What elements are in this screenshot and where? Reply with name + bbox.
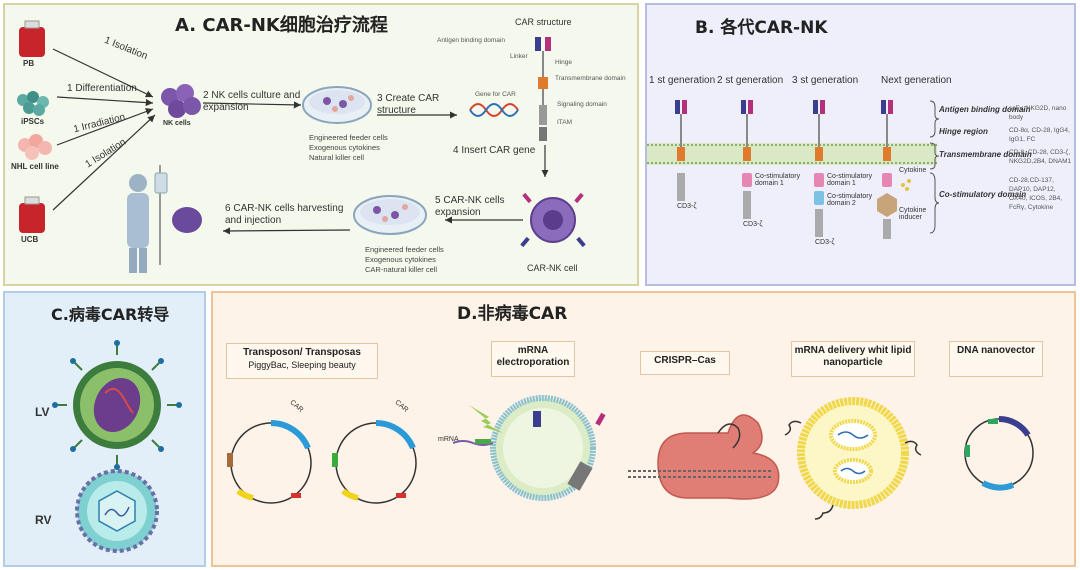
items-hinge: CD-8α, CD-28, IgG4, IgG1, FC: [1009, 127, 1070, 143]
step-differentiation: 1 Differentiation: [67, 83, 137, 94]
nk-cells-icon: [161, 84, 201, 118]
step4-label: 4 Insert CAR gene: [453, 145, 536, 156]
gen3-label: 3 st generation: [792, 75, 859, 86]
non-viral-methods-diagram: [227, 395, 1034, 520]
gen2-car-construct: [741, 100, 753, 219]
next-gen-label: Next generation: [881, 75, 952, 86]
legend2-car-nk: CAR-natural killer cell: [365, 265, 438, 274]
workflow-diagram: [17, 20, 586, 273]
gen3-cd3-label: CD3-ζ: [815, 239, 835, 246]
dna-nanovector-icon: [964, 415, 1034, 491]
car-nk-cell-label: CAR-NK cell: [527, 263, 578, 273]
car-part-transmembrane: Transmembrane domain: [555, 75, 626, 82]
gen2-costim1-label: Co-stimulatory domain 1: [755, 173, 801, 187]
transposon-plasmid-1-icon: [227, 420, 312, 504]
method-dna-nanovector: DNA nanovector: [949, 341, 1043, 377]
lv-label: LV: [35, 405, 50, 419]
car-part-linker: Linker: [510, 53, 528, 60]
gen1-cd3-label: CD3-ζ: [677, 203, 697, 210]
viral-vectors-diagram: [52, 340, 182, 553]
legend1-nk: Natural killer cell: [309, 153, 365, 162]
car-structure-icon: [535, 37, 551, 141]
ucb-blood-bag-icon: [19, 196, 45, 233]
mrna-label: mRNA: [438, 436, 459, 443]
legend1-cytokines: Exogenous cytokines: [309, 143, 380, 152]
step6-label: 6 CAR-NK cells harvesting and injection: [225, 203, 344, 226]
method-mrna-electroporation: mRNA electroporation: [491, 341, 575, 377]
method-crispr: CRISPR–Cas: [640, 351, 730, 375]
rv-label: RV: [35, 513, 52, 527]
category-hinge: Hinge region: [939, 127, 988, 136]
items-antigen: scFv, NKG2D, nano body: [1009, 105, 1067, 121]
category-transmembrane: Transmembrane domain: [939, 150, 1032, 159]
legend2-feeder: Engineered feeder cells: [365, 245, 444, 254]
crispr-cas-icon: [628, 414, 780, 500]
category-antigen: Antigen binding domain: [939, 105, 1031, 114]
panel-d-title: D.非病毒CAR: [457, 304, 568, 324]
generations-diagram: [647, 100, 940, 239]
step5-label: 5 CAR-NK cells expansion: [435, 195, 505, 218]
source-nhl-label: NHL cell line: [11, 162, 59, 171]
car-nk-cell-icon: [520, 192, 586, 248]
expansion-dish-icon: [353, 195, 427, 235]
car-gene-dna-icon: [469, 103, 519, 117]
gen1-label: 1 st generation: [649, 75, 716, 86]
patient-injection-icon: [127, 165, 202, 273]
cytokine-label: Cytokine: [899, 167, 927, 174]
gen3-costim2-label: Co-stimulatory domain 2: [827, 193, 873, 207]
car-part-hinge: Hinge: [555, 59, 572, 66]
electroporation-cell-icon: [452, 395, 606, 501]
culture-dish-icon: [302, 86, 372, 124]
car-part-signaling: Signaling domain: [557, 101, 607, 108]
panel-viral-transduction: C.病毒CAR转导 LV RV: [3, 291, 206, 567]
nk-cells-label: NK cells: [163, 120, 191, 127]
category-costim: Co-stimulatory domain: [939, 190, 1027, 199]
source-pb-label: PB: [23, 59, 35, 68]
panel-c-title: C.病毒CAR转导: [51, 305, 170, 324]
pb-blood-bag-icon: [19, 20, 45, 57]
method-lipid-nanoparticle: mRNA delivery whit lipid nanoparticle: [791, 341, 915, 377]
retrovirus-icon: [75, 469, 159, 553]
gen2-label: 2 st generation: [717, 75, 784, 86]
source-ucb-label: UCB: [21, 235, 39, 244]
car-structure-title: CAR structure: [515, 17, 572, 27]
cytokine-inducer-label: Cytokine inducer: [899, 207, 927, 221]
lipid-nanoparticle-icon: [784, 397, 922, 520]
legend1-feeder: Engineered feeder cells: [309, 133, 388, 142]
panel-car-nk-generations: B. 各代CAR-NK: [645, 3, 1076, 286]
nhl-cell-line-icon: [18, 134, 52, 160]
car-part-antigen: Antigen binding domain: [437, 37, 505, 44]
method-transposon: Transposon/ Transposas PiggyBac, Sleepin…: [226, 343, 378, 379]
panel-car-nk-workflow: A. CAR-NK细胞治疗流程: [3, 3, 639, 286]
panel-non-viral-car: D.非病毒CAR Transposon/ Transposas PiggyBac…: [211, 291, 1076, 567]
car-part-itam: ITAM: [557, 119, 573, 126]
transposon-plasmid-2-icon: [332, 420, 417, 504]
legend2-cytokines: Exogenous cytokines: [365, 255, 436, 264]
cell-membrane: [647, 143, 937, 165]
ipscs-cluster-icon: [17, 91, 49, 116]
next-gen-car-construct: [877, 100, 911, 239]
source-ipscs-label: iPSCs: [21, 117, 45, 126]
panel-a-title: A. CAR-NK细胞治疗流程: [175, 15, 388, 36]
items-costim: CD-28,CD-137, DAP10, DAP12, OX40, ICOS, …: [1009, 177, 1063, 211]
step3-label: 3 Create CAR structure: [377, 93, 440, 116]
gen2-cd3-label: CD3-ζ: [743, 221, 763, 228]
items-transmembrane: CD-8, CD-28, CD3-ζ, NKG2D,2B4, DNAM1: [1009, 149, 1072, 165]
lentivirus-icon: [52, 340, 182, 470]
gen3-car-construct: [813, 100, 825, 237]
gen1-car-construct: [675, 100, 687, 201]
step2-label: 2 NK cells culture and expansion: [203, 90, 301, 113]
gen3-costim1-label: Co-stimulatory domain 1: [827, 173, 873, 187]
gene-for-car-label: Gene for CAR: [475, 91, 516, 98]
panel-b-title: B. 各代CAR-NK: [695, 18, 828, 38]
